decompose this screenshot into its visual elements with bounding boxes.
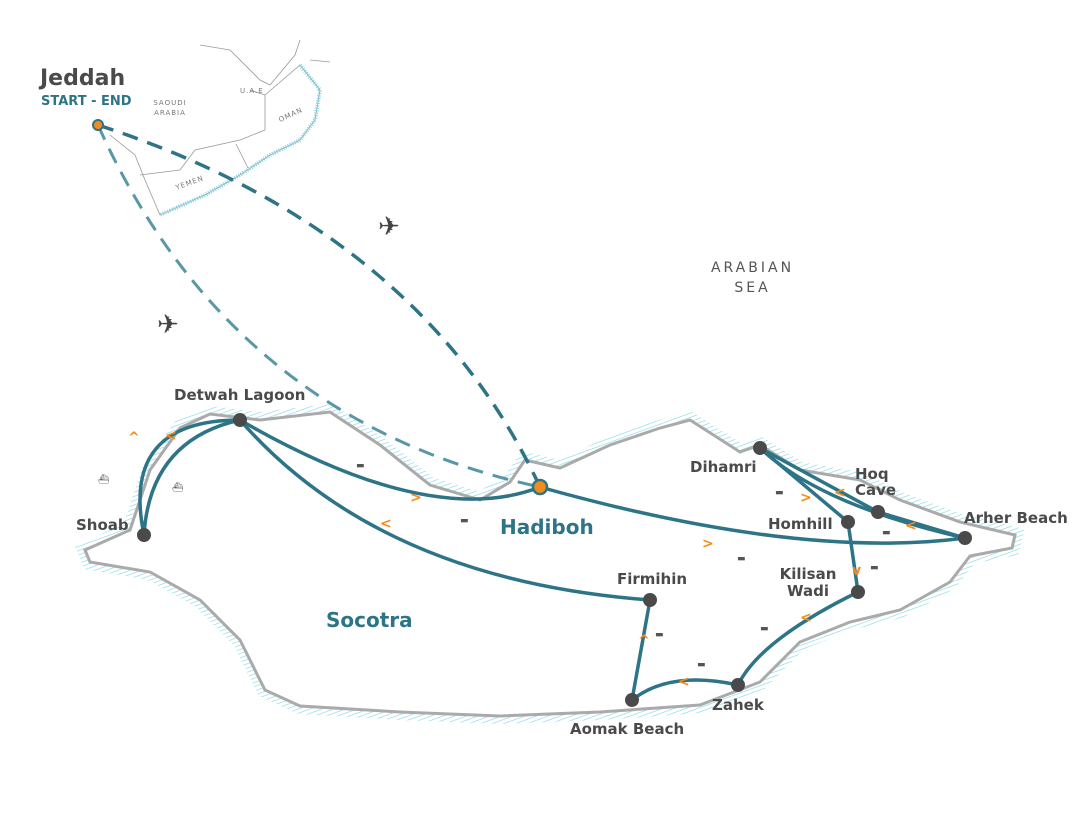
svg-text:<: <: [834, 485, 846, 501]
svg-text:▬: ▬: [737, 554, 746, 564]
flight-route-return: [96, 124, 541, 489]
svg-text:>: >: [702, 536, 714, 552]
island-name: Socotra: [326, 608, 413, 632]
svg-text:<: <: [800, 610, 812, 626]
svg-text:▬: ▬: [460, 516, 469, 526]
stop-label: Homhill: [768, 515, 833, 533]
stop-label: Arher Beach: [964, 509, 1068, 527]
svg-text:<: <: [380, 516, 392, 532]
stop-markers: [137, 413, 972, 707]
svg-text:▬: ▬: [870, 563, 879, 573]
stop-label: Kilisan Wadi: [779, 565, 837, 600]
stop-label: Hoq Cave: [855, 465, 897, 499]
svg-text:▬: ▬: [775, 488, 784, 498]
svg-text:<: <: [678, 674, 690, 690]
svg-text:▬: ▬: [655, 630, 664, 640]
car-icons: ▬ ▬ ▬ ▬ ▬ ▬ ▬ ▬ ▬ ⛴ ⛴: [98, 461, 891, 670]
inset-label-uae: U.A.E: [240, 87, 264, 95]
svg-text:<: <: [905, 518, 917, 534]
plane-icon: ✈: [157, 310, 179, 340]
stop-label: Dihamri: [690, 458, 757, 476]
svg-text:▬: ▬: [356, 461, 365, 471]
svg-text:▬: ▬: [697, 660, 706, 670]
inset-label-saudi: SAOUDI ARABIA: [153, 99, 187, 117]
stop-label: Firmihin: [617, 570, 688, 588]
flight-route-outbound: [97, 123, 542, 488]
direction-arrows: ^ < > < > > < < v < < ^: [128, 428, 917, 690]
svg-text:v: v: [852, 563, 861, 579]
sea-label: ARABIAN SEA: [710, 260, 795, 296]
svg-text:▬: ▬: [882, 528, 891, 538]
svg-text:▬: ▬: [760, 624, 769, 634]
svg-text:⛴: ⛴: [172, 482, 184, 493]
origin-marker: [92, 119, 104, 131]
stop-label: Detwah Lagoon: [174, 386, 306, 404]
svg-text:^: ^: [638, 633, 650, 649]
svg-text:>: >: [410, 490, 422, 506]
origin-subtitle: START - END: [41, 94, 132, 109]
svg-text:^: ^: [128, 430, 140, 446]
origin-name: Jeddah: [40, 66, 126, 91]
svg-text:<: <: [165, 428, 177, 444]
stop-label: Shoab: [76, 516, 129, 534]
hub-marker: [531, 478, 549, 496]
svg-text:⛴: ⛴: [98, 474, 110, 485]
inset-arabia-map: [109, 39, 331, 217]
hub-name: Hadiboh: [500, 515, 594, 539]
plane-icon: ✈: [378, 212, 400, 242]
svg-text:>: >: [800, 490, 812, 506]
stop-label: Zahek: [712, 696, 764, 714]
island-coastline: [83, 410, 1017, 718]
stop-label: Aomak Beach: [570, 720, 685, 738]
